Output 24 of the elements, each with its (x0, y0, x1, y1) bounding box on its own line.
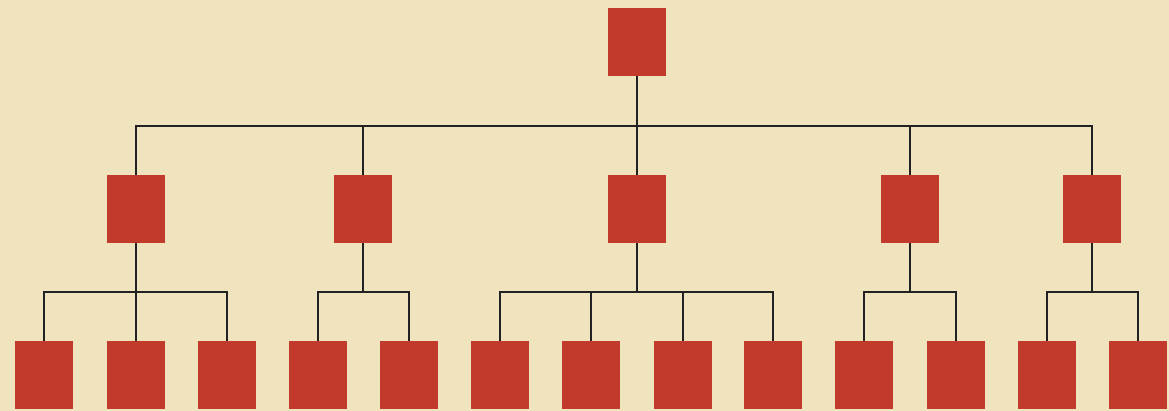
box-node (380, 341, 438, 409)
connector-line (909, 242, 957, 342)
box-node (198, 341, 256, 409)
box-node (744, 341, 802, 409)
connector-line (1091, 242, 1139, 342)
box-node (107, 175, 165, 243)
box-node (562, 341, 620, 409)
box-node (608, 175, 666, 243)
box-node (1063, 175, 1121, 243)
box-node (654, 341, 712, 409)
box-node (608, 8, 666, 76)
box-node (334, 175, 392, 243)
box-node (1018, 341, 1076, 409)
box-node (471, 341, 529, 409)
box-node (289, 341, 347, 409)
box-node (1109, 341, 1167, 409)
box-node (881, 175, 939, 243)
connector-line (362, 242, 410, 342)
box-node (927, 341, 985, 409)
connector-line (636, 242, 774, 342)
box-node (835, 341, 893, 409)
connector-line (135, 242, 228, 342)
box-node (107, 341, 165, 409)
box-node (15, 341, 73, 409)
